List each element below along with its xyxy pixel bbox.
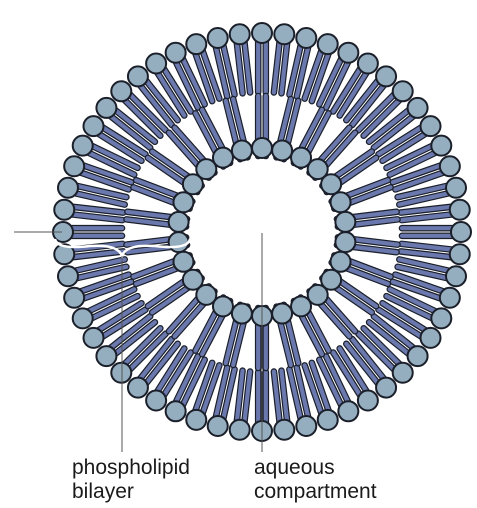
aqueous-label: aqueous compartment <box>254 456 377 504</box>
inner-lipid <box>127 232 189 252</box>
inner-lipid <box>335 232 397 252</box>
aqueous-label-line2: compartment <box>254 480 377 504</box>
inner-lipid <box>335 212 397 232</box>
outer-lipid <box>402 222 471 242</box>
inner-lipid <box>252 96 272 158</box>
outer-lipid <box>53 222 122 242</box>
bilayer-label-line2: bilayer <box>72 480 190 504</box>
inner-lipid <box>127 212 189 232</box>
outer-lipid <box>252 23 272 92</box>
bilayer-label-line1: phospholipid <box>72 456 190 480</box>
bilayer-label: phospholipid bilayer <box>72 456 190 504</box>
aqueous-label-line1: aqueous <box>254 456 377 480</box>
